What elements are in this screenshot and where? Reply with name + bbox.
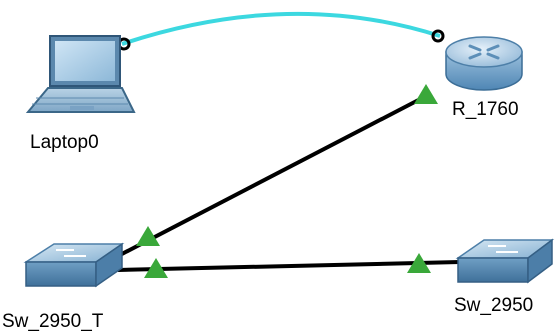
switch-icon[interactable] [23, 242, 125, 288]
link-up-indicator [414, 84, 438, 104]
console-cable-link[interactable] [121, 11, 441, 46]
device-label-sw2950[interactable]: Sw_2950 [454, 295, 534, 316]
link-up-indicator [144, 258, 168, 278]
ethernet-link-router-to-sw2950t[interactable] [117, 92, 431, 258]
device-label-sw2950t[interactable]: Sw_2950_T [2, 311, 104, 332]
switch-icon[interactable] [455, 238, 555, 284]
link-up-indicator [407, 253, 431, 273]
laptop-icon[interactable] [25, 35, 136, 113]
link-up-indicator [136, 226, 160, 246]
device-label-laptop0[interactable]: Laptop0 [30, 132, 99, 153]
device-label-r1760[interactable]: R_1760 [452, 99, 519, 120]
router-icon[interactable] [445, 36, 523, 91]
console-port-endpoint-router [431, 29, 445, 43]
ethernet-link-sw2950t-to-sw2950[interactable] [117, 260, 461, 272]
